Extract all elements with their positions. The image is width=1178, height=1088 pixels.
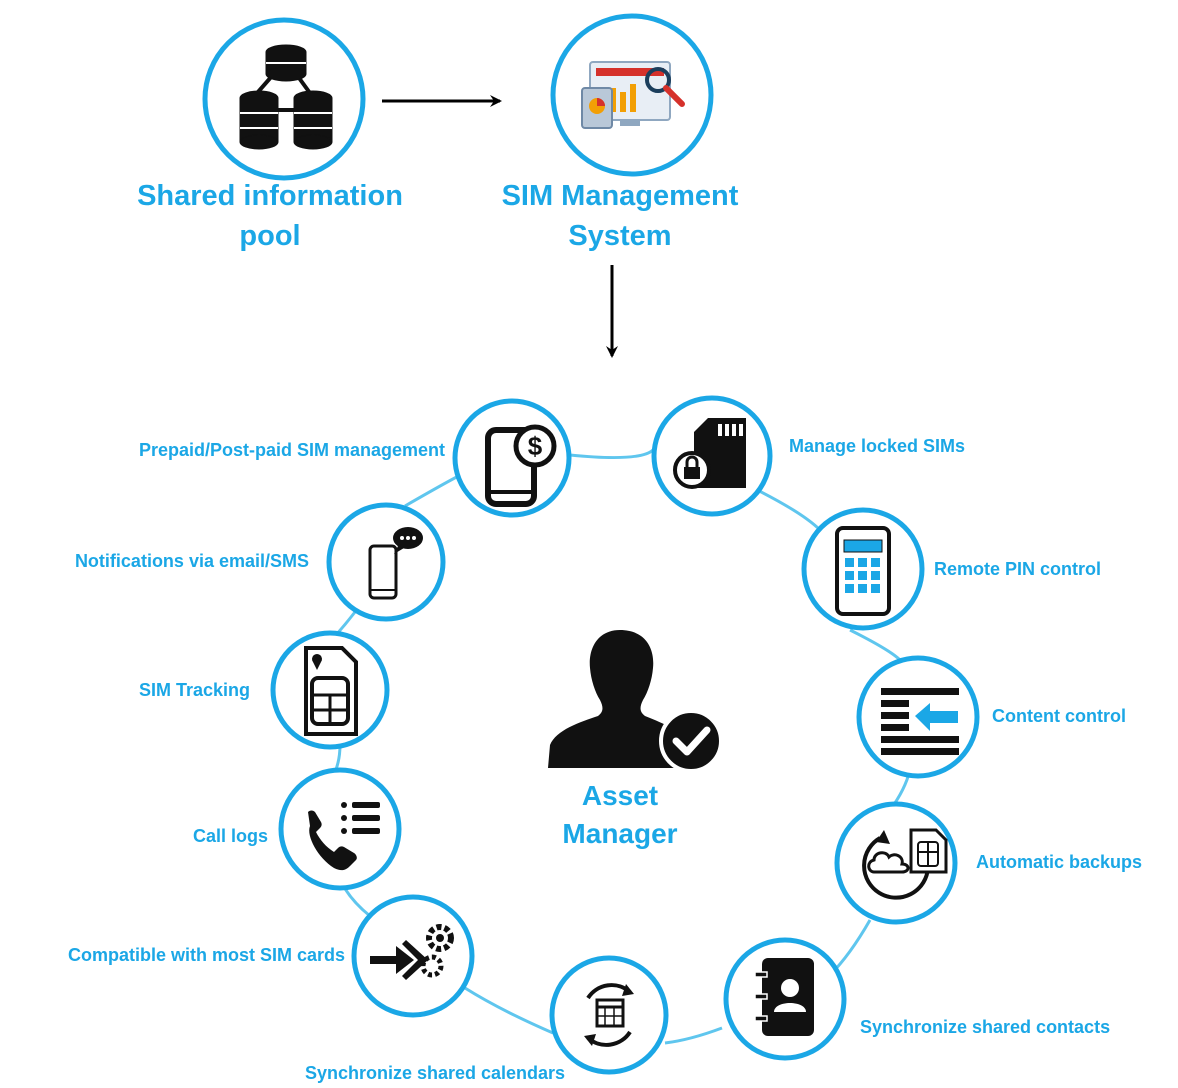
verified-user-icon xyxy=(548,630,723,773)
node-contacts xyxy=(723,937,847,1061)
asset-manager-line1: Asset xyxy=(581,780,659,811)
sim-system-label-line1: SIM Management xyxy=(501,180,739,212)
node-circle xyxy=(202,17,366,181)
node-locked-sims xyxy=(651,395,773,517)
feature-label-call-logs: Call logs xyxy=(192,826,268,846)
node-sim-tracking xyxy=(270,630,390,750)
check-mark xyxy=(672,726,711,756)
node-notifications xyxy=(326,502,446,622)
check-badge xyxy=(659,709,723,773)
sim-location-icon xyxy=(304,646,358,736)
phone-dollar-icon: $ xyxy=(485,424,557,507)
call-log-icon xyxy=(308,802,380,871)
sim-system-label: SIM Management System xyxy=(470,176,770,256)
feature-label-content-control: Content control xyxy=(992,706,1126,726)
node-call-logs xyxy=(278,767,402,891)
locked-sim-icon xyxy=(673,418,746,489)
db-left xyxy=(239,90,279,150)
calendar-sync-icon xyxy=(584,983,634,1047)
feature-label-compatible: Compatible with most SIM cards xyxy=(67,945,345,965)
phone-keypad-icon xyxy=(835,526,891,616)
feature-label-notifications: Notifications via email/SMS xyxy=(74,551,309,571)
content-list-icon xyxy=(881,688,959,755)
pool-label-line1: Shared information xyxy=(137,180,403,212)
asset-manager-line2: Manager xyxy=(562,818,678,849)
db-right xyxy=(293,90,333,150)
database-network-icon xyxy=(239,44,333,150)
node-backups xyxy=(834,801,958,925)
asset-manager-label: Asset Manager xyxy=(520,777,720,853)
feature-label-prepaid: Prepaid/Post-paid SIM management xyxy=(138,440,445,460)
svg-text:$: $ xyxy=(528,431,543,461)
feature-label-remote-pin: Remote PIN control xyxy=(934,559,1102,579)
feature-label-locked-sims: Manage locked SIMs xyxy=(789,436,966,456)
db-top xyxy=(265,44,307,82)
feature-label-sim-tracking: SIM Tracking xyxy=(138,680,250,700)
node-remote-pin xyxy=(801,507,925,631)
feature-label-contacts: Synchronize shared contacts xyxy=(860,1017,1111,1037)
node-compatible xyxy=(351,894,475,1018)
node-sim-system xyxy=(550,13,714,177)
analytics-dashboard-icon xyxy=(581,61,685,129)
pool-label-line2: pool xyxy=(239,220,301,252)
node-content-control xyxy=(856,655,980,779)
contacts-book-icon xyxy=(754,958,814,1036)
feature-label-backups: Automatic backups xyxy=(976,852,1143,872)
node-prepaid: $ xyxy=(452,398,572,518)
flow-arrows xyxy=(382,95,618,358)
phone-chat-icon xyxy=(368,527,423,600)
ring-curve xyxy=(333,448,912,1045)
feature-label-calendars: Synchronize shared calendars xyxy=(304,1063,566,1083)
feature-ring xyxy=(333,448,912,1045)
cloud-sim-backup-icon xyxy=(862,828,948,900)
node-shared-pool xyxy=(202,17,366,181)
pool-label: Shared information pool xyxy=(120,176,420,256)
arrow-gears-icon xyxy=(370,924,454,980)
user-silhouette xyxy=(548,630,690,768)
sim-system-label-line2: System xyxy=(568,220,672,252)
node-calendars xyxy=(549,955,669,1075)
